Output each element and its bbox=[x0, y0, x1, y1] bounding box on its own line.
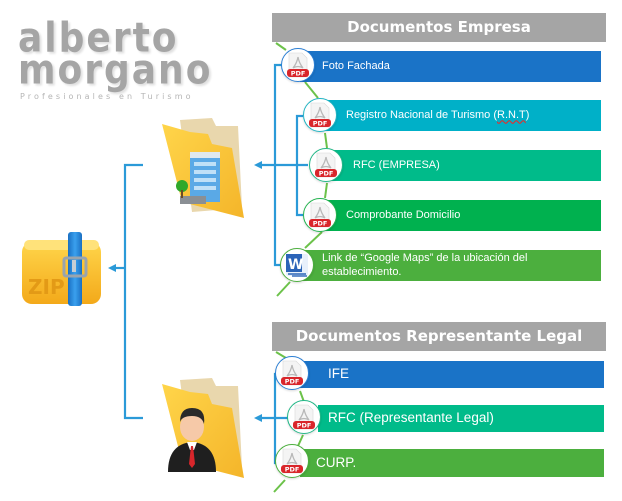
doc-item-label: RFC (Representante Legal) bbox=[328, 410, 494, 426]
svg-text:PDF: PDF bbox=[297, 422, 312, 430]
word-icon[interactable]: W bbox=[280, 248, 314, 282]
pdf-icon[interactable]: PDF bbox=[287, 400, 321, 434]
empresa-outer-bracket bbox=[273, 63, 282, 267]
root-arrowhead bbox=[108, 264, 116, 272]
pdf-icon[interactable]: PDF bbox=[309, 148, 343, 182]
company-logo: alberto morgano Profesionales en Turismo bbox=[18, 14, 228, 101]
root-bracket bbox=[123, 163, 143, 420]
pdf-icon[interactable]: PDF bbox=[275, 444, 309, 478]
doc-item-rfc-empresa[interactable]: RFC (EMPRESA) bbox=[330, 150, 601, 181]
logo-tagline: Profesionales en Turismo bbox=[20, 92, 194, 101]
doc-item-curp[interactable]: CURP. bbox=[300, 449, 604, 477]
pdf-icon[interactable]: PDF bbox=[303, 98, 337, 132]
rep-arrowhead bbox=[254, 414, 262, 422]
svg-text:PDF: PDF bbox=[285, 466, 300, 474]
doc-item-label: Foto Fachada bbox=[322, 59, 390, 72]
pdf-icon[interactable]: PDF bbox=[275, 356, 309, 390]
pdf-icon[interactable]: PDF bbox=[281, 48, 315, 82]
logo-line-2: morgano bbox=[18, 46, 213, 94]
doc-item-label: RFC (EMPRESA) bbox=[353, 158, 440, 171]
section-header-representante: Documentos Representante Legal bbox=[272, 322, 606, 351]
doc-item-label: IFE bbox=[328, 366, 350, 382]
logo-line-1: alberto bbox=[18, 14, 179, 62]
zip-folder-icon[interactable]: ZIP bbox=[20, 230, 105, 308]
doc-item-label: Comprobante Domicilio bbox=[346, 208, 461, 221]
building-folder-icon[interactable] bbox=[152, 112, 244, 220]
svg-text:W: W bbox=[288, 257, 303, 273]
svg-text:PDF: PDF bbox=[313, 120, 328, 128]
doc-item-rnt[interactable]: Registro Nacional de Turismo (R.N.T) bbox=[322, 100, 601, 131]
doc-item-ife[interactable]: IFE bbox=[300, 361, 604, 388]
svg-text:PDF: PDF bbox=[285, 378, 300, 386]
doc-item-label: Registro Nacional de Turismo (R.N.T) bbox=[346, 108, 530, 121]
section-header-empresa: Documentos Empresa bbox=[272, 13, 606, 42]
doc-item-label: Link de “Google Maps” de la ubicación de… bbox=[322, 251, 528, 278]
svg-text:PDF: PDF bbox=[319, 170, 334, 178]
doc-item-comprobante-domicilio[interactable]: Comprobante Domicilio bbox=[322, 200, 601, 231]
empresa-arrowhead bbox=[254, 161, 262, 169]
person-folder-icon[interactable] bbox=[152, 372, 244, 480]
doc-item-label: CURP. bbox=[316, 454, 357, 470]
empresa-inner-bracket bbox=[295, 114, 303, 217]
pdf-icon[interactable]: PDF bbox=[303, 198, 337, 232]
doc-item-foto-fachada[interactable]: Foto Fachada bbox=[300, 51, 601, 82]
svg-text:PDF: PDF bbox=[291, 70, 306, 78]
svg-text:PDF: PDF bbox=[313, 220, 328, 228]
doc-item-google-maps-link[interactable]: Link de “Google Maps” de la ubicación de… bbox=[300, 250, 601, 281]
doc-item-rfc-representante[interactable]: RFC (Representante Legal) bbox=[318, 405, 604, 432]
zip-label: ZIP bbox=[28, 275, 65, 299]
